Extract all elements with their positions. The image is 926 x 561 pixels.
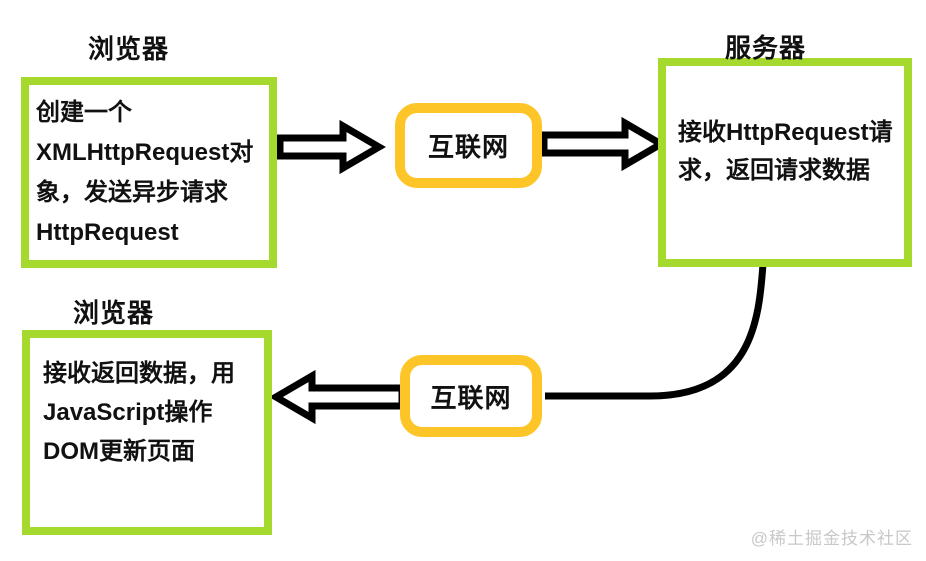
- text-line: 创建一个: [36, 99, 132, 126]
- response-arrow-internet-to-browser-icon: [269, 369, 406, 425]
- response-curve-server-to-internet: [545, 263, 767, 400]
- text-line: JavaScript操作: [43, 399, 213, 426]
- browser-top-node: 创建一个 XMLHttpRequest对 象，发送异步请求 HttpReques…: [21, 77, 277, 268]
- internet-top-text: 互联网: [427, 132, 509, 162]
- browser-bottom-text: 接收返回数据，用 JavaScript操作 DOM更新页面: [43, 354, 235, 471]
- browser-bottom-node: 接收返回数据，用 JavaScript操作 DOM更新页面: [22, 330, 272, 535]
- text-line: 象，发送异步请求: [36, 179, 228, 206]
- browser-top-label: 浏览器: [88, 34, 170, 64]
- server-text: 接收HttpRequest请 求，返回请求数据: [678, 114, 893, 190]
- server-label: 服务器: [725, 33, 807, 63]
- request-arrow-browser-to-internet-icon: [276, 119, 386, 175]
- browser-bottom-label: 浏览器: [73, 298, 155, 328]
- watermark: @稀土掘金技术社区: [750, 529, 913, 548]
- text-line: HttpRequest: [36, 219, 179, 246]
- request-arrow-internet-to-server-icon: [540, 116, 668, 172]
- internet-bottom-text: 互联网: [430, 382, 512, 413]
- text-line: 接收返回数据，用: [43, 360, 235, 387]
- internet-top-node: 互联网: [395, 103, 542, 188]
- text-line: 求，返回请求数据: [678, 157, 870, 184]
- browser-top-text: 创建一个 XMLHttpRequest对 象，发送异步请求 HttpReques…: [36, 93, 253, 253]
- server-node: 接收HttpRequest请 求，返回请求数据: [658, 58, 912, 267]
- text-line: XMLHttpRequest对: [36, 139, 254, 166]
- text-line: 接收HttpRequest请: [678, 119, 893, 146]
- text-line: DOM更新页面: [43, 438, 195, 465]
- internet-bottom-node: 互联网: [400, 355, 542, 437]
